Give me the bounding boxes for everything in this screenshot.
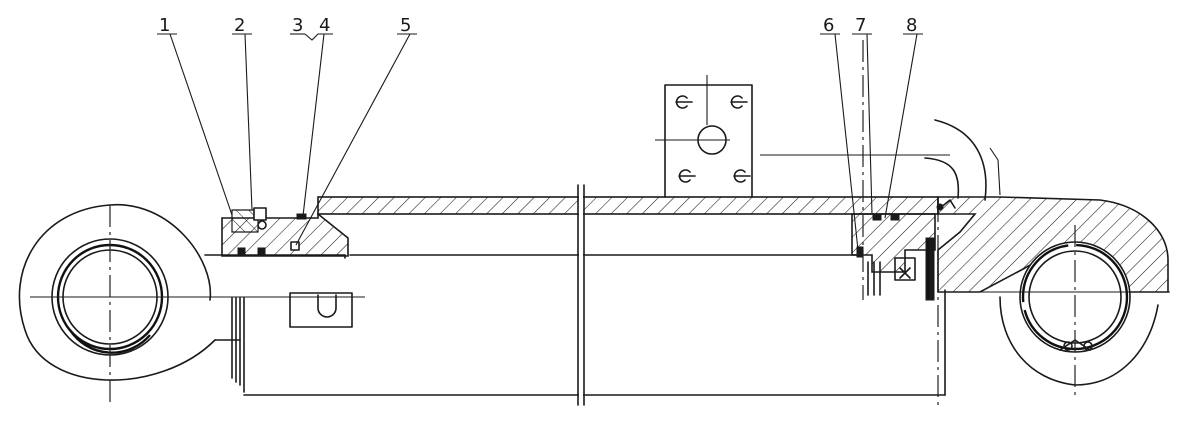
callout-leaders <box>157 33 923 251</box>
piston-rod <box>204 254 353 393</box>
cylinder-bottom-clevis <box>937 196 1170 400</box>
callout-labels: 1 2 3 4 5 6 7 8 <box>159 15 917 36</box>
mounting-bracket <box>655 75 950 198</box>
rod-end-eye <box>18 204 365 405</box>
callout-label-4: 4 <box>319 15 330 36</box>
callout-label-5: 5 <box>400 15 411 36</box>
cylinder-barrel <box>243 196 946 396</box>
center-line <box>862 40 939 405</box>
break-lines <box>577 184 585 406</box>
callout-label-7: 7 <box>855 15 866 36</box>
cylinder-head-gland <box>221 207 349 257</box>
callout-label-2: 2 <box>234 15 245 36</box>
callout-label-8: 8 <box>906 15 917 36</box>
callout-label-1: 1 <box>159 15 170 36</box>
callout-label-6: 6 <box>823 15 834 36</box>
piston-assembly <box>851 213 936 301</box>
callout-label-3: 3 <box>292 15 303 36</box>
